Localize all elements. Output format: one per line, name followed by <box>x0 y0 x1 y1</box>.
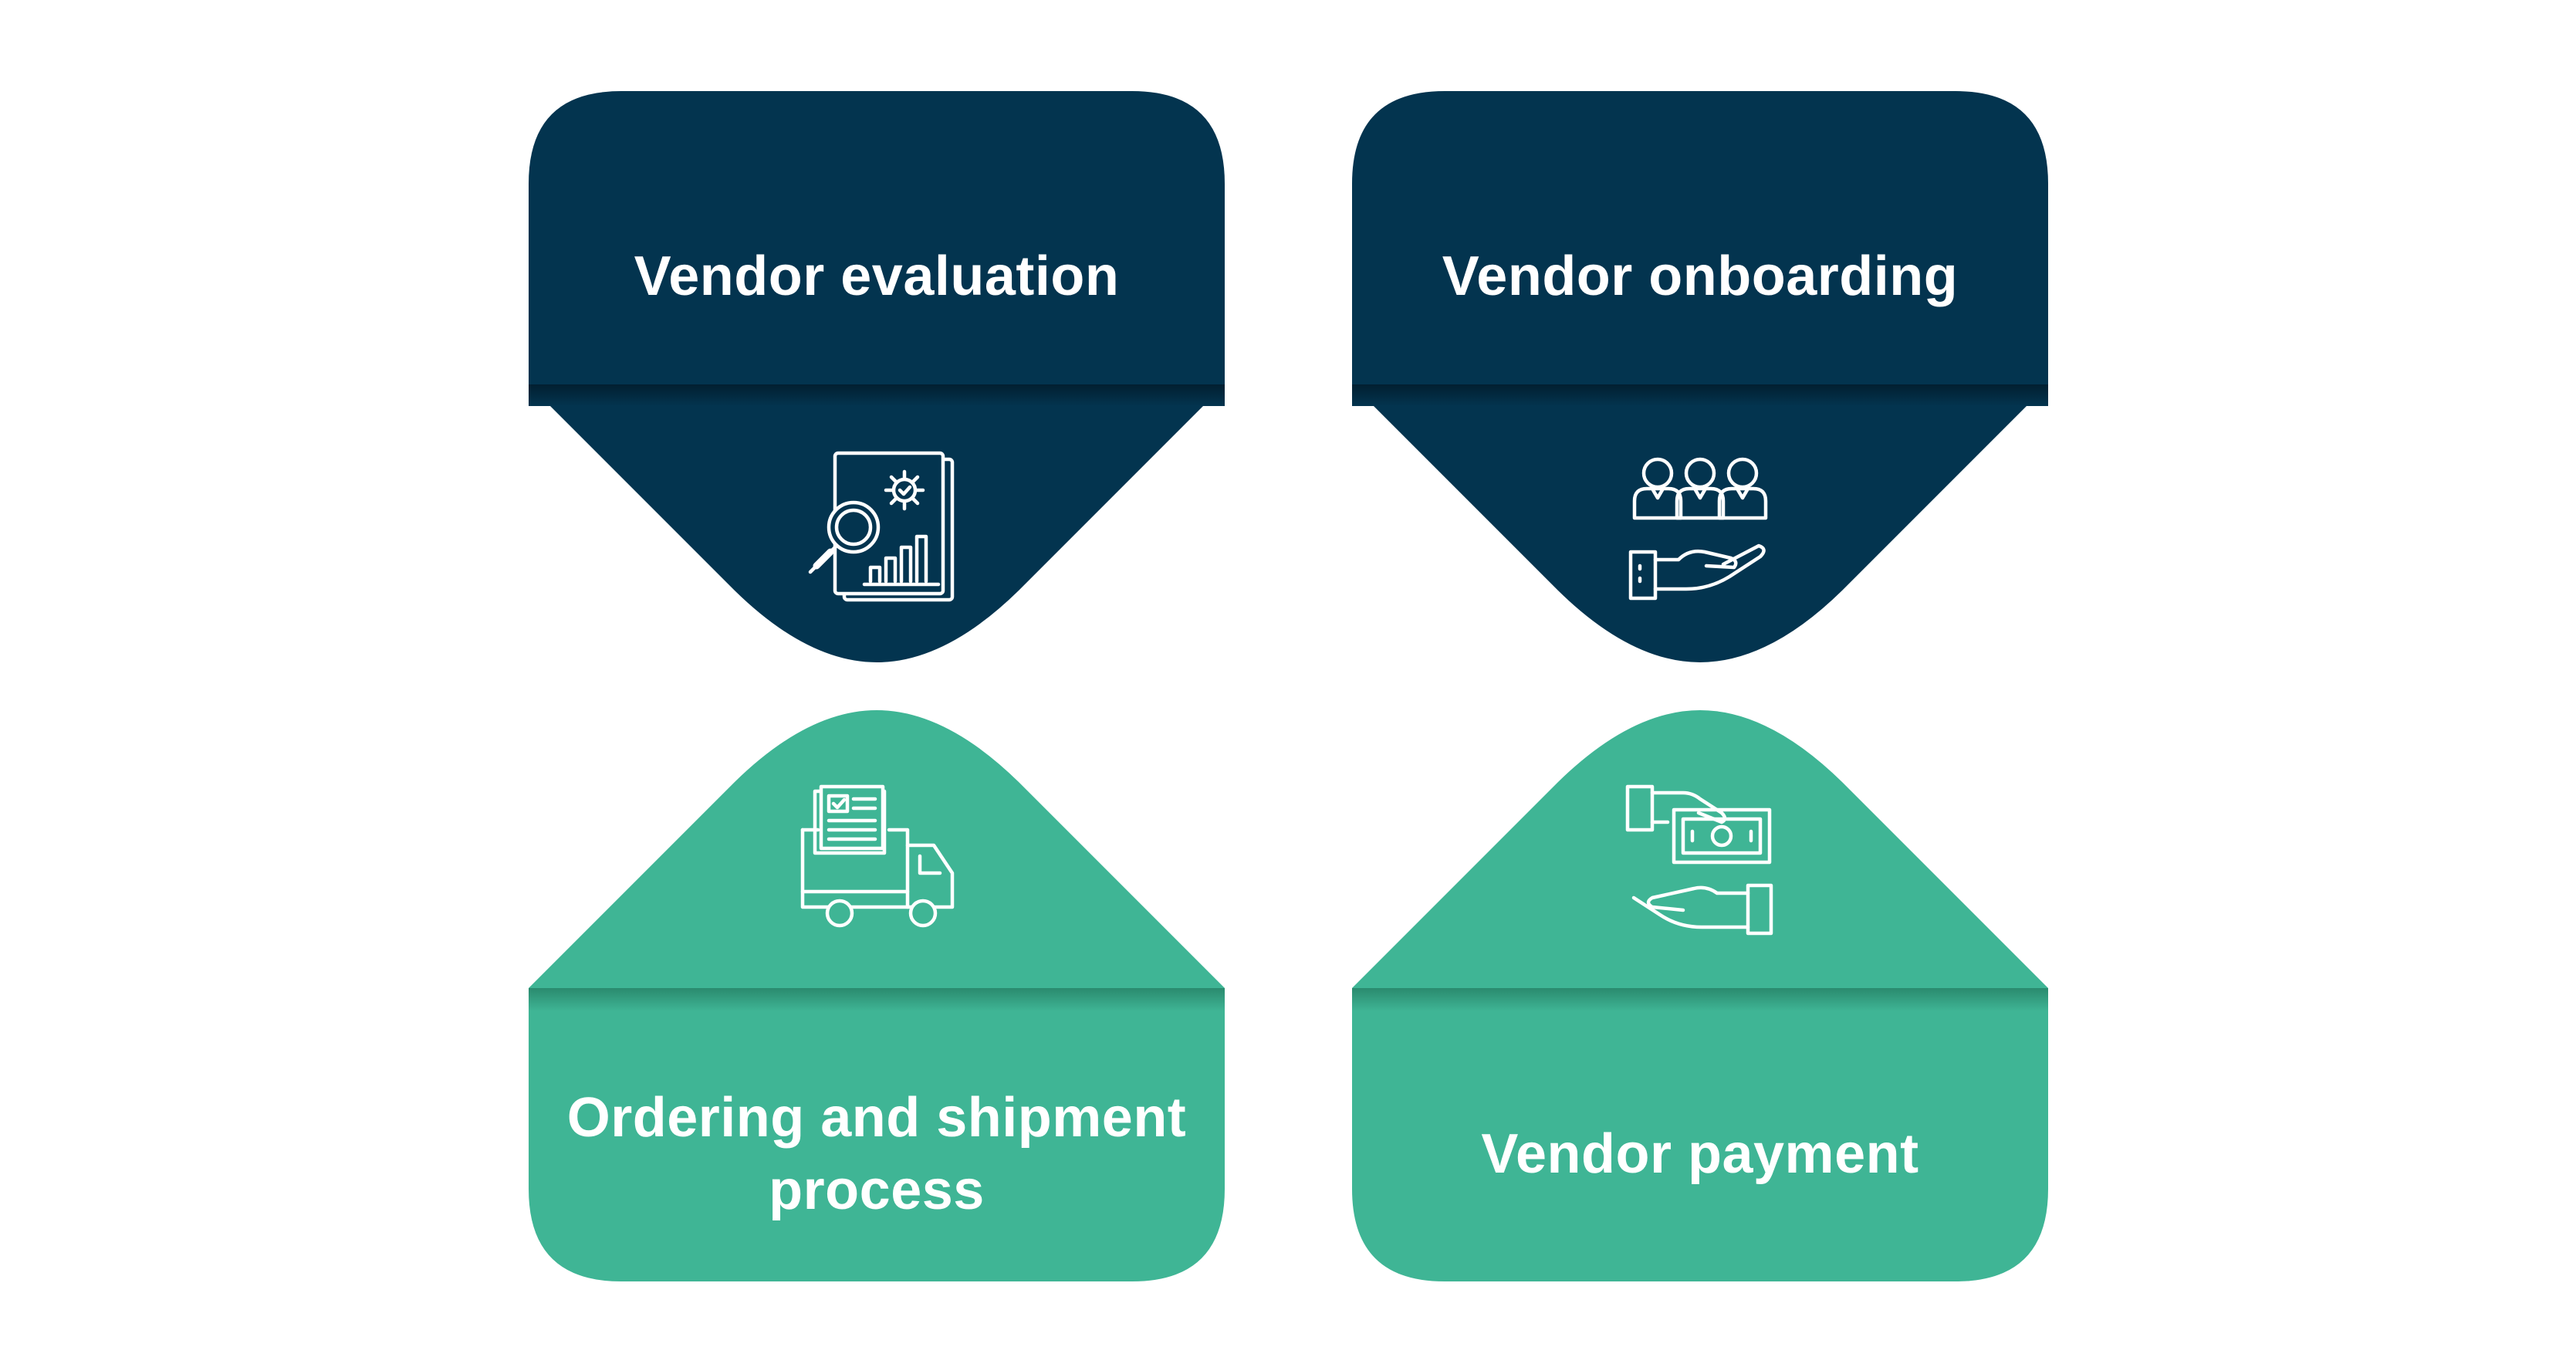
step-ordering-shipment: Ordering and shipment process <box>529 710 1225 1281</box>
document-analysis-icon <box>800 450 955 604</box>
dark-pentagon-shape <box>529 91 1225 662</box>
step-vendor-evaluation: Vendor evaluation <box>529 91 1225 662</box>
step-title: Vendor payment <box>1481 1123 1919 1185</box>
step-vendor-payment: Vendor payment <box>1352 710 2048 1281</box>
green-pentagon-shape <box>529 710 1225 1281</box>
green-pentagon-shape <box>1352 710 2048 1281</box>
step-vendor-onboarding: Vendor onboarding <box>1352 91 2048 662</box>
dark-pentagon-shape <box>1352 91 2048 662</box>
step-title: Vendor evaluation <box>634 245 1120 307</box>
team-handshake-icon <box>1623 450 1777 604</box>
step-title: Ordering and shipment process <box>566 1087 1187 1221</box>
delivery-truck-icon <box>800 784 955 938</box>
cash-payment-icon <box>1623 784 1777 938</box>
step-title: Vendor onboarding <box>1442 245 1959 307</box>
